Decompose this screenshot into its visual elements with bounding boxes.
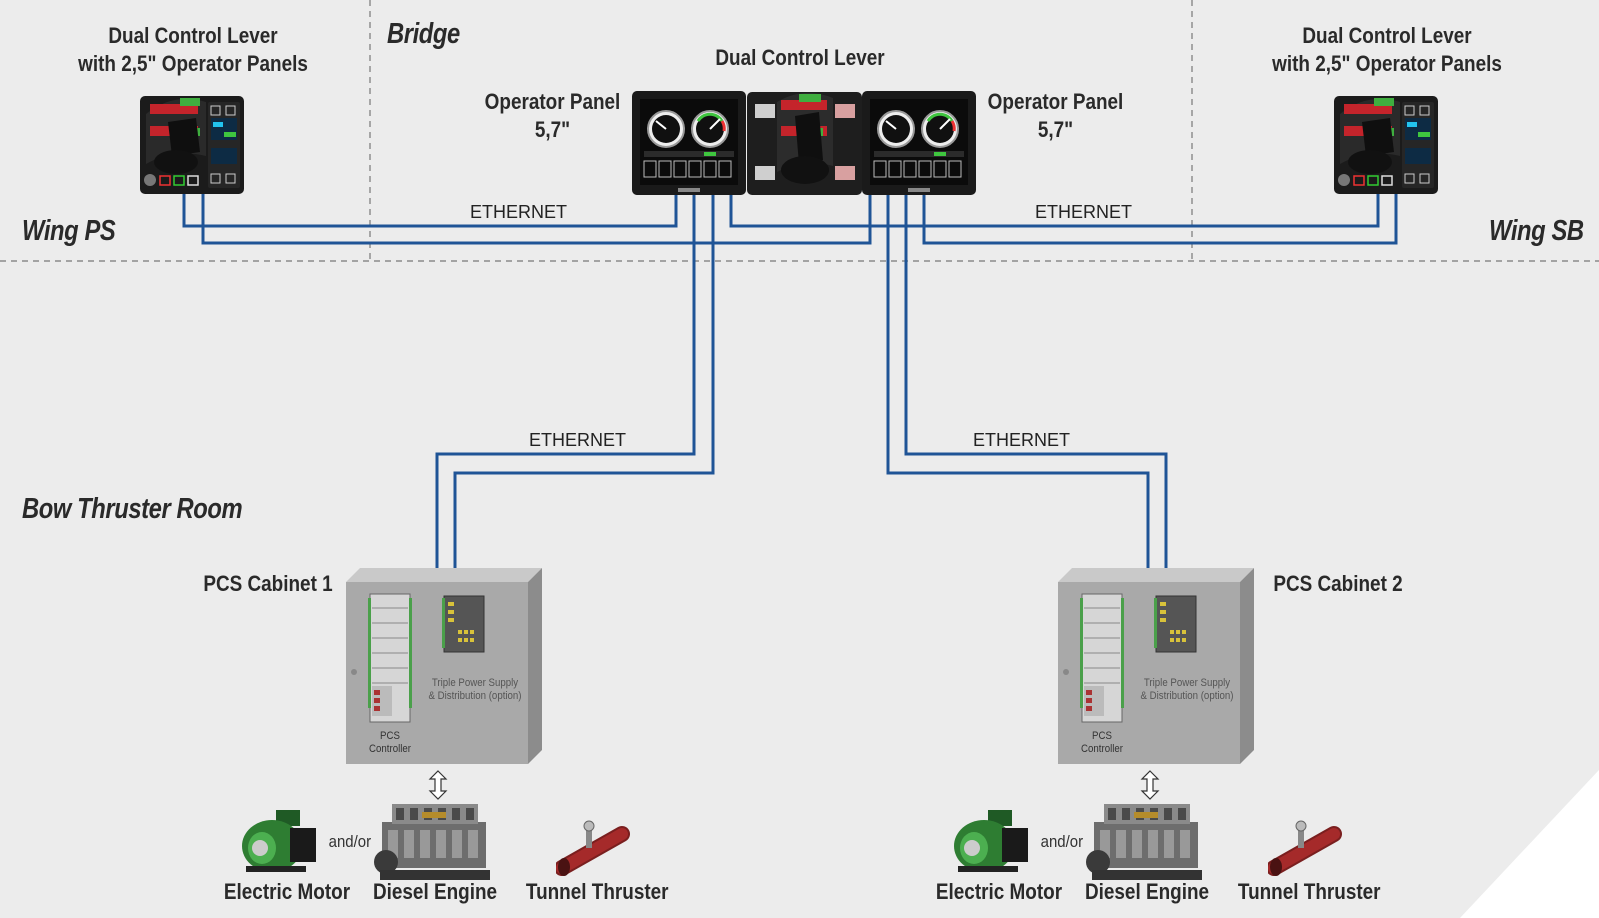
pcs-cabinet-2-icon bbox=[1058, 568, 1254, 764]
cable-wingsb-b bbox=[922, 193, 1398, 245]
cable-cab2-a bbox=[886, 193, 1150, 570]
operator-panel-right-label: Operator Panel 5,7" bbox=[987, 89, 1124, 142]
electric-motor-icon bbox=[954, 810, 1028, 872]
cable-wingsb-a bbox=[729, 193, 1380, 228]
equipment-label-2-0: Electric Motor bbox=[935, 879, 1063, 904]
cable-wingps-b bbox=[201, 193, 872, 245]
equipment-label-2-2: Tunnel Thruster bbox=[1237, 879, 1381, 904]
wing-sb-lever-label: Dual Control Lever with 2,5" Operator Pa… bbox=[1272, 23, 1502, 76]
cable-cab2-b bbox=[904, 193, 1168, 570]
zone-bow-thruster-room: Bow Thruster Room bbox=[22, 493, 243, 525]
ethernet-cables bbox=[182, 193, 1398, 570]
pcs-cabinet-1-controller-label: PCS Controller bbox=[369, 730, 411, 755]
zone-wing-sb: Wing SB bbox=[1489, 215, 1584, 247]
bidirectional-arrow-icon bbox=[1140, 770, 1160, 800]
ethernet-label-top-left: ETHERNET bbox=[470, 202, 568, 222]
operator-panel-right-icon bbox=[862, 91, 976, 195]
bidirectional-arrow-icon bbox=[428, 770, 448, 800]
pcs-cabinet-2-title: PCS Cabinet 2 bbox=[1273, 571, 1403, 596]
pcs-cabinet-1-icon bbox=[346, 568, 542, 764]
equipment-label-1-2: Tunnel Thruster bbox=[525, 879, 669, 904]
wing-sb-control-lever-icon bbox=[1334, 96, 1438, 194]
and-or-label-1: and/or bbox=[328, 832, 372, 851]
wing-ps-lever-label: Dual Control Lever with 2,5" Operator Pa… bbox=[78, 23, 308, 76]
pcs-cabinet-1-title: PCS Cabinet 1 bbox=[203, 571, 333, 596]
ethernet-label-mid-left: ETHERNET bbox=[529, 430, 627, 450]
ethernet-label-mid-right: ETHERNET bbox=[973, 430, 1071, 450]
pcs-cabinet-1-power-label: Triple Power Supply & Distribution (opti… bbox=[428, 677, 522, 702]
operator-panel-left-icon bbox=[632, 91, 746, 195]
tunnel-thruster-icon bbox=[556, 820, 630, 876]
zone-wing-ps: Wing PS bbox=[22, 215, 116, 247]
equipment-label-1-0: Electric Motor bbox=[223, 879, 351, 904]
tunnel-thruster-icon bbox=[1268, 820, 1342, 876]
cable-cab1-b bbox=[453, 193, 715, 570]
pcs-cabinet-2-controller-label: PCS Controller bbox=[1081, 730, 1123, 755]
cable-wingps-a bbox=[182, 193, 678, 228]
wing-ps-control-lever-icon bbox=[140, 96, 244, 194]
diesel-engine-icon bbox=[1086, 804, 1202, 880]
equipment-label-1-1: Diesel Engine bbox=[372, 879, 498, 904]
diesel-engine-icon bbox=[374, 804, 490, 880]
operator-panel-left-label: Operator Panel 5,7" bbox=[484, 89, 621, 142]
equipment-label-2-1: Diesel Engine bbox=[1084, 879, 1210, 904]
bridge-control-lever-icon bbox=[747, 92, 862, 195]
ethernet-label-top-right: ETHERNET bbox=[1035, 202, 1133, 222]
zone-bridge: Bridge bbox=[387, 18, 460, 50]
electric-motor-icon bbox=[242, 810, 316, 872]
zone-dividers bbox=[0, 0, 1599, 262]
and-or-label-2: and/or bbox=[1040, 832, 1084, 851]
corner-cutout bbox=[1460, 770, 1599, 918]
bridge-lever-label: Dual Control Lever bbox=[715, 45, 885, 70]
cable-cab1-a bbox=[435, 193, 696, 570]
pcs-cabinet-2-power-label: Triple Power Supply & Distribution (opti… bbox=[1140, 677, 1234, 702]
